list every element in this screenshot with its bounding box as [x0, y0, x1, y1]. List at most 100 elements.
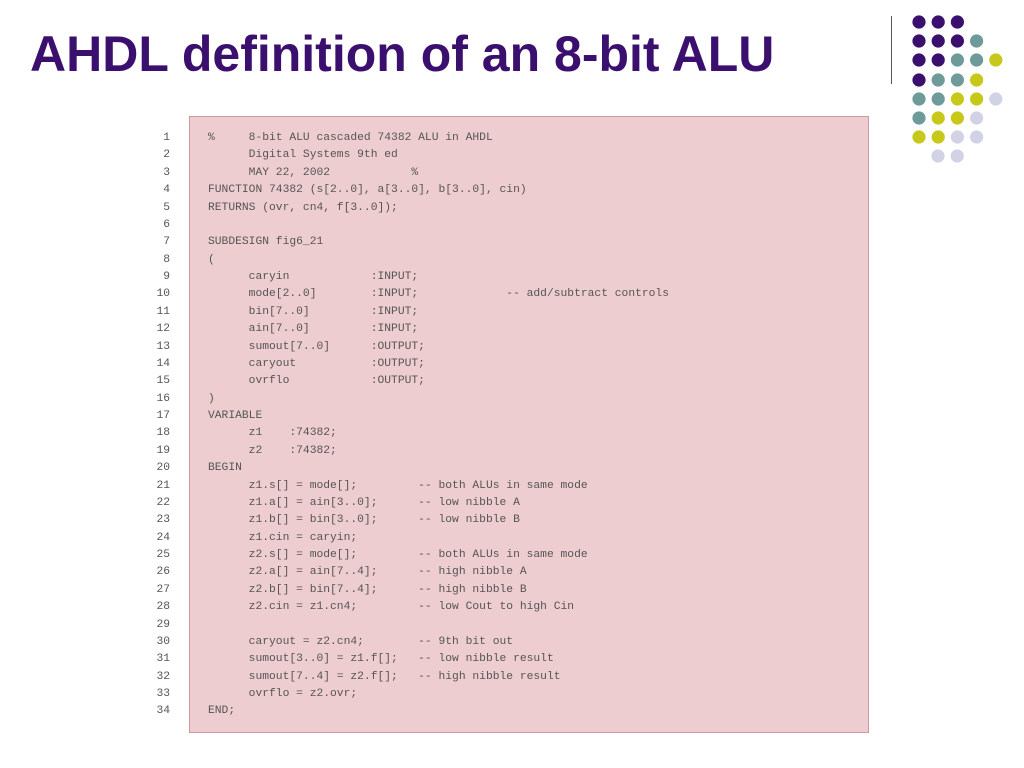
code-text: z2.s[] = mode[]; -- both ALUs in same mo…: [208, 549, 588, 561]
line-number: 4: [163, 184, 170, 197]
code-line: 6: [0, 217, 1024, 234]
code-text: z1 :74382;: [208, 427, 337, 440]
decorative-dot: [931, 34, 945, 48]
line-number: 11: [156, 305, 170, 318]
code-line: 14 caryout :OUTPUT;: [0, 356, 1024, 373]
decorative-dot: [912, 92, 926, 106]
line-number: 27: [156, 583, 170, 596]
decorative-dot: [912, 53, 926, 67]
decorative-dot: [931, 130, 945, 144]
code-text: caryout = z2.cn4; -- 9th bit out: [208, 635, 514, 648]
line-number: 5: [163, 201, 170, 214]
title-divider: [891, 16, 892, 84]
line-number: 23: [156, 514, 170, 527]
line-number: 2: [163, 149, 170, 162]
code-text: z1.b[] = bin[3..0]; -- low nibble B: [208, 514, 520, 527]
code-text: z1.a[] = ain[3..0]; -- low nibble A: [208, 496, 520, 509]
code-text: ovrflo :OUTPUT;: [208, 375, 425, 388]
decorative-dot: [950, 130, 965, 144]
code-text: FUNCTION 74382 (s[2..0], a[3..0], b[3..0…: [208, 184, 527, 197]
code-line: 15 ovrflo :OUTPUT;: [0, 373, 1024, 390]
code-text: caryin :INPUT;: [208, 271, 419, 283]
decorative-dot: [950, 15, 965, 29]
decorative-dot: [931, 73, 945, 87]
line-number: 9: [163, 271, 170, 283]
code-text: ovrflo = z2.ovr;: [208, 688, 358, 700]
line-number: 17: [156, 410, 170, 422]
code-text: z2.cin = z1.cn4; -- low Cout to high Cin: [208, 601, 575, 614]
line-number: 32: [156, 670, 170, 683]
decorative-dot: [912, 15, 926, 29]
line-number: 8: [163, 253, 170, 266]
line-number: 13: [156, 340, 170, 353]
code-text: END;: [208, 705, 236, 718]
code-text: z1.s[] = mode[]; -- both ALUs in same mo…: [208, 479, 588, 492]
line-number: 14: [156, 357, 170, 370]
line-number: 24: [156, 531, 170, 544]
code-line: 33 ovrflo = z2.ovr;: [0, 686, 1024, 703]
code-line: 31 sumout[3..0] = z1.f[]; -- low nibble …: [0, 651, 1024, 668]
code-text: (: [208, 253, 215, 266]
code-line: 21 z1.s[] = mode[]; -- both ALUs in same…: [0, 478, 1024, 495]
line-number: 10: [156, 288, 170, 301]
line-number: 6: [163, 218, 170, 231]
code-line: 27 z2.b[] = bin[7..4]; -- high nibble B: [0, 582, 1024, 599]
decorative-dot: [970, 130, 984, 144]
code-line: 2 Digital Systems 9th ed: [0, 147, 1024, 164]
line-number: 31: [156, 653, 170, 666]
line-number: 25: [156, 549, 170, 561]
decorative-dot: [989, 53, 1003, 67]
line-number: 12: [156, 323, 170, 336]
code-text: ): [208, 392, 215, 405]
code-line: 29: [0, 617, 1024, 634]
decorative-dot: [950, 92, 965, 106]
line-number: 21: [156, 479, 170, 492]
code-line: 32 sumout[7..4] = z2.f[]; -- high nibble…: [0, 669, 1024, 686]
code-box: [189, 116, 869, 733]
slide-title: AHDL definition of an 8-bit ALU: [30, 26, 775, 82]
decorative-dot: [989, 92, 1003, 106]
line-number: 30: [156, 635, 170, 648]
decorative-dot: [912, 130, 926, 144]
line-number: 33: [156, 688, 170, 700]
decorative-dot: [970, 92, 984, 106]
code-text: mode[2..0] :INPUT; -- add/subtract contr…: [208, 288, 669, 301]
decorative-dot: [950, 73, 965, 87]
code-line: 11 bin[7..0] :INPUT;: [0, 304, 1024, 321]
code-line: 24 z1.cin = caryin;: [0, 530, 1024, 547]
code-line: 17 VARIABLE: [0, 408, 1024, 425]
code-text: Digital Systems 9th ed: [208, 149, 398, 162]
decorative-dot: [950, 34, 965, 48]
code-line: 30 caryout = z2.cn4; -- 9th bit out: [0, 634, 1024, 651]
code-line: 22 z1.a[] = ain[3..0]; -- low nibble A: [0, 495, 1024, 512]
line-number: 1: [163, 132, 170, 144]
decorative-dot: [950, 111, 965, 125]
decorative-dot: [931, 149, 945, 163]
code-text: VARIABLE: [208, 410, 263, 422]
code-line: 28 z2.cin = z1.cn4; -- low Cout to high …: [0, 599, 1024, 616]
decorative-dot: [931, 15, 945, 29]
line-number: 22: [156, 496, 170, 509]
code-text: z2.a[] = ain[7..4]; -- high nibble A: [208, 566, 527, 579]
decorative-dot: [931, 92, 945, 106]
line-number: 29: [156, 618, 170, 631]
code-line: 23 z1.b[] = bin[3..0]; -- low nibble B: [0, 512, 1024, 529]
code-text: SUBDESIGN fig6_21: [208, 236, 324, 249]
line-number: 26: [156, 566, 170, 579]
code-text: z2 :74382;: [208, 444, 337, 457]
decorative-dot: [970, 34, 984, 48]
line-number: 34: [156, 705, 170, 718]
code-text: sumout[7..0] :OUTPUT;: [208, 340, 425, 353]
line-number: 16: [156, 392, 170, 405]
code-text: BEGIN: [208, 462, 242, 475]
code-text: MAY 22, 2002 %: [208, 166, 419, 179]
code-line: 19 z2 :74382;: [0, 443, 1024, 460]
code-text: z2.b[] = bin[7..4]; -- high nibble B: [208, 583, 527, 596]
decorative-dot: [950, 149, 964, 163]
code-line: 9 caryin :INPUT;: [0, 269, 1024, 286]
